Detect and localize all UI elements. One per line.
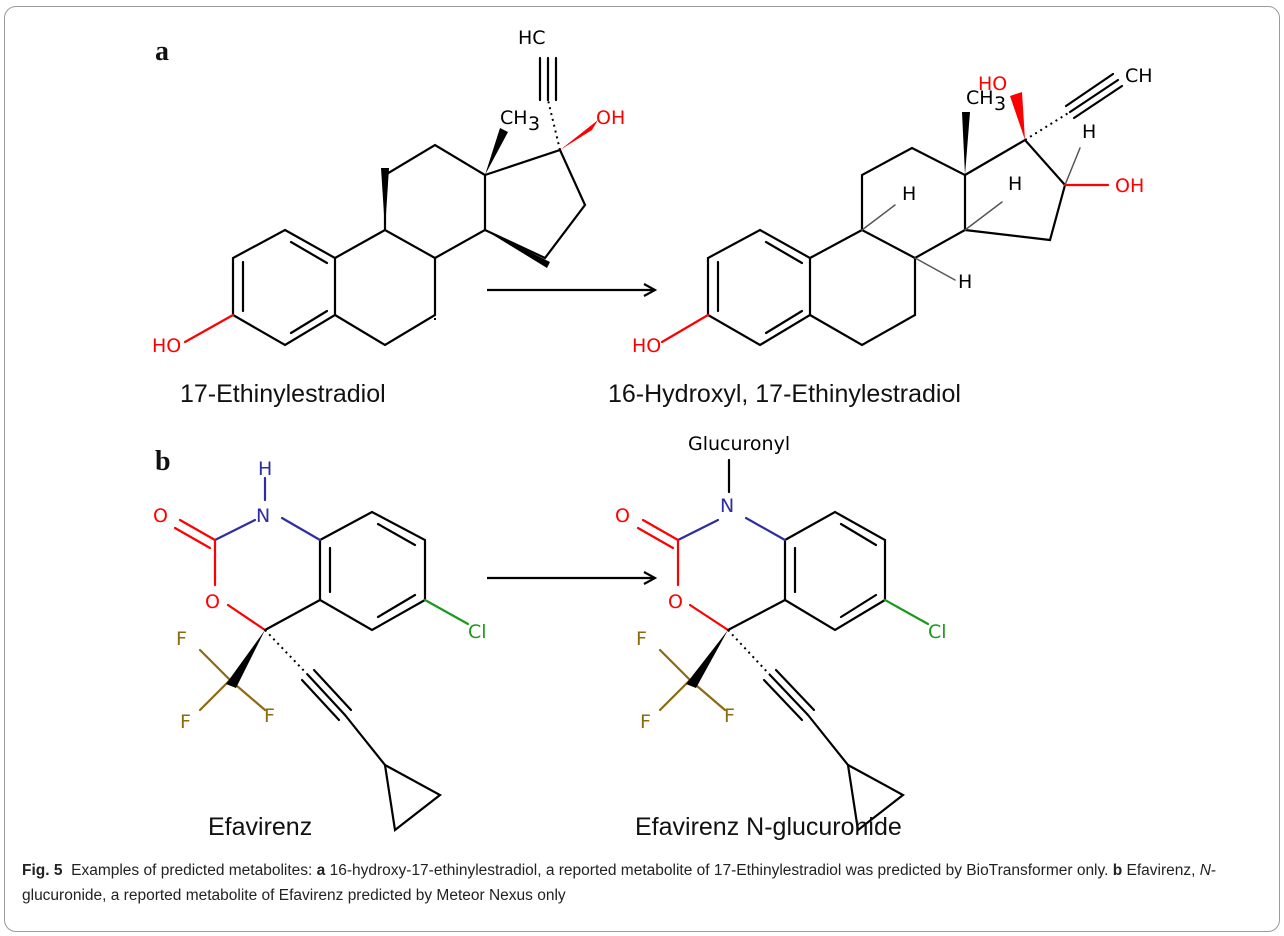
atom-hc: HC	[518, 27, 546, 49]
efavirenz-glucuronide-wedges	[686, 629, 771, 688]
atom-h-14: H	[1008, 173, 1022, 195]
atom-h-9: H	[902, 183, 916, 205]
hydroxy-ethinylestradiol-structure	[660, 72, 1124, 347]
atom-f2: F	[180, 711, 191, 733]
efavirenz-wedges	[226, 629, 309, 688]
atom-f1: F	[636, 628, 647, 650]
caption-b-label: b	[1112, 862, 1123, 879]
caption-b-italic: N	[1199, 862, 1211, 879]
atom-o-carbonyl: O	[153, 505, 168, 527]
product-b-name: Efavirenz N-glucuronide	[635, 813, 902, 841]
caption-fig-label: Fig. 5	[22, 862, 63, 879]
atom-ho: HO	[152, 335, 181, 357]
atom-cl: Cl	[928, 621, 947, 643]
ethinylestradiol-atoms: HC CH 3 OH HO	[152, 27, 625, 357]
caption-a-label: a	[316, 862, 326, 879]
caption-intro: Examples of predicted metabolites:	[71, 862, 317, 879]
figure-caption: Fig. 5 Examples of predicted metabolites…	[22, 858, 1262, 908]
atom-f3: F	[264, 705, 275, 727]
atom-f1: F	[176, 628, 187, 650]
atom-ch3: CH	[966, 87, 994, 109]
ethinylestradiol-wedges	[381, 99, 598, 320]
substrate-a-name: 17-Ethinylestradiol	[180, 380, 386, 408]
atom-o-ring: O	[668, 591, 683, 613]
atom-f3: F	[724, 705, 735, 727]
atom-ch3-subscript: 3	[528, 113, 540, 135]
caption-a-text: 16-hydroxy-17-ethinylestradiol, a report…	[325, 862, 1113, 879]
atom-oh-16: OH	[1115, 175, 1144, 197]
product-a-name: 16-Hydroxyl, 17-Ethinylestradiol	[608, 380, 961, 408]
atom-h: H	[258, 458, 272, 480]
atom-f2: F	[640, 711, 651, 733]
atom-n: N	[720, 495, 734, 517]
atom-ch: CH	[1125, 65, 1153, 87]
efavirenz-atoms: H N O O Cl F F F	[153, 458, 487, 733]
atom-ch3-subscript: 3	[994, 93, 1006, 115]
atom-cl: Cl	[468, 621, 487, 643]
atom-ch3: CH	[500, 107, 528, 129]
atom-h-8: H	[958, 271, 972, 293]
panel-a-label: a	[155, 36, 169, 67]
atom-o-ring: O	[205, 591, 220, 613]
atom-ho-top: HO	[978, 73, 1007, 95]
substrate-b-name: Efavirenz	[208, 813, 312, 841]
caption-b-text-1: Efavirenz,	[1122, 862, 1200, 879]
hydroxy-ethinylestradiol-wedges	[962, 92, 1071, 175]
atom-o-carbonyl: O	[615, 505, 630, 527]
atom-h-16: H	[1082, 121, 1096, 143]
efavirenz-structure	[173, 476, 470, 833]
atom-ho: HO	[632, 335, 661, 357]
caption-b-text-2: -glucuronide, a reported metabolite of E…	[22, 862, 1217, 904]
atom-n: N	[256, 505, 270, 527]
panel-b-label: b	[155, 446, 171, 477]
figure-frame	[4, 6, 1280, 932]
atom-glucuronyl: Glucuronyl	[688, 433, 790, 455]
hydroxy-ethinylestradiol-atoms: HO CH CH 3 H H H H OH HO	[632, 65, 1153, 357]
efavirenz-glucuronide-structure	[636, 458, 930, 833]
atom-oh: OH	[596, 107, 625, 129]
metabolite-figure: HC CH 3 OH HO 17-Ethinylestradiol	[152, 27, 1153, 841]
efavirenz-glucuronide-atoms: Glucuronyl N O O Cl F F F	[615, 433, 947, 733]
